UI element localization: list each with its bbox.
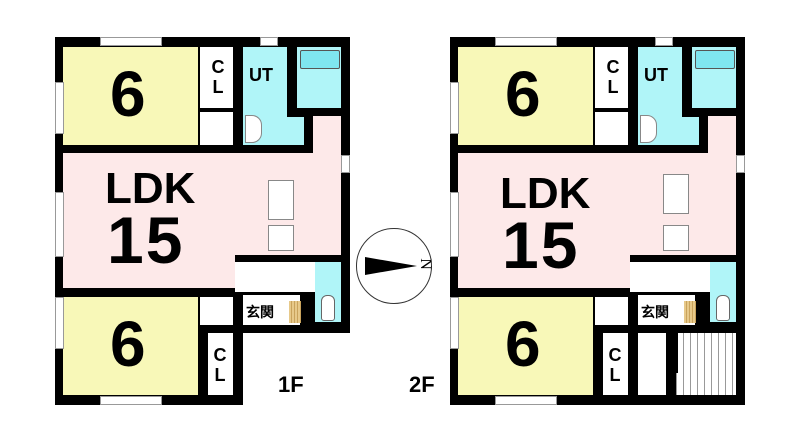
ldk-label: LDK — [105, 164, 196, 213]
ldk-corner — [313, 116, 341, 156]
floor-plan-2f: 6 C L UT LDK 15 玄関 6 C L — [450, 37, 745, 405]
north-arrow-icon — [365, 257, 417, 275]
closet-bottom — [208, 333, 233, 395]
hallway — [630, 262, 710, 292]
closet-bottom-label-c: C — [608, 345, 622, 365]
ldk-room-lower — [458, 253, 630, 288]
storage-top — [200, 112, 233, 145]
bathtub-icon — [695, 50, 735, 69]
utility-label: UT — [644, 65, 668, 85]
entrance-label: 玄関 — [641, 304, 669, 320]
utility-extension — [287, 117, 304, 145]
closet-bottom-label-c: C — [213, 345, 227, 365]
bedroom-bottom-size: 6 — [505, 308, 541, 380]
ldk-room — [63, 153, 341, 255]
toilet-icon — [716, 295, 730, 321]
compass: N — [356, 228, 434, 304]
bedroom-bottom — [63, 297, 198, 395]
exterior — [243, 333, 350, 405]
floor-label: 1F — [278, 372, 304, 397]
toilet-icon — [321, 295, 335, 321]
utility-extension — [682, 117, 699, 145]
closet-top-label-c: C — [606, 57, 620, 77]
window — [260, 37, 278, 46]
shoe-box-icon — [684, 301, 696, 323]
ldk-room — [458, 153, 736, 255]
window — [100, 396, 162, 405]
bathtub-icon — [300, 50, 340, 69]
floor-label-2f: 2F — [409, 372, 435, 397]
ldk-corner — [708, 116, 736, 156]
stove-icon — [268, 225, 294, 251]
storage-top — [595, 112, 628, 145]
bedroom-top-size: 6 — [110, 58, 146, 130]
bedroom-bottom-size: 6 — [110, 308, 146, 380]
door-exterior — [341, 155, 350, 173]
window — [450, 192, 459, 257]
bedroom-top-size: 6 — [505, 58, 541, 130]
storage-bottom — [200, 297, 233, 325]
closet-bottom-label-l: L — [609, 365, 621, 385]
closet-top-label-l: L — [212, 77, 224, 97]
ldk-label: LDK — [500, 169, 591, 218]
stair-wall — [666, 333, 678, 373]
ldk-room-lower — [63, 253, 235, 288]
bedroom-bottom — [458, 297, 593, 395]
window — [495, 396, 557, 405]
kitchen-sink-icon — [268, 180, 294, 220]
window — [55, 297, 64, 349]
closet-bottom-label-l: L — [214, 365, 226, 385]
ldk-size: 15 — [107, 203, 185, 277]
north-label: N — [416, 258, 434, 270]
window — [495, 37, 557, 46]
shoe-box-icon — [289, 301, 301, 323]
kitchen-sink-icon — [663, 174, 689, 214]
window — [450, 82, 459, 134]
closet-top-label-l: L — [607, 77, 619, 97]
window — [55, 192, 64, 257]
stove-icon — [663, 225, 689, 251]
washbasin-icon — [640, 115, 657, 143]
stair-landing — [638, 333, 666, 395]
window — [450, 297, 459, 349]
bedroom-top — [458, 47, 593, 145]
door-exterior — [736, 155, 745, 173]
closet-top-label-c: C — [211, 57, 225, 77]
hallway — [235, 262, 315, 292]
washbasin-icon — [245, 115, 262, 143]
window — [55, 82, 64, 134]
bedroom-top — [63, 47, 198, 145]
utility-label: UT — [249, 65, 273, 85]
window — [100, 37, 162, 46]
ldk-size: 15 — [502, 208, 580, 282]
closet-bottom — [603, 333, 628, 395]
closet-top — [595, 47, 628, 108]
window — [655, 37, 673, 46]
floor-plan-1f: 6 C L UT LDK 15 玄関 6 C L 1F — [55, 37, 350, 405]
storage-bottom — [595, 297, 628, 325]
staircase — [676, 333, 736, 395]
entrance-label: 玄関 — [246, 304, 274, 320]
closet-top — [200, 47, 233, 108]
